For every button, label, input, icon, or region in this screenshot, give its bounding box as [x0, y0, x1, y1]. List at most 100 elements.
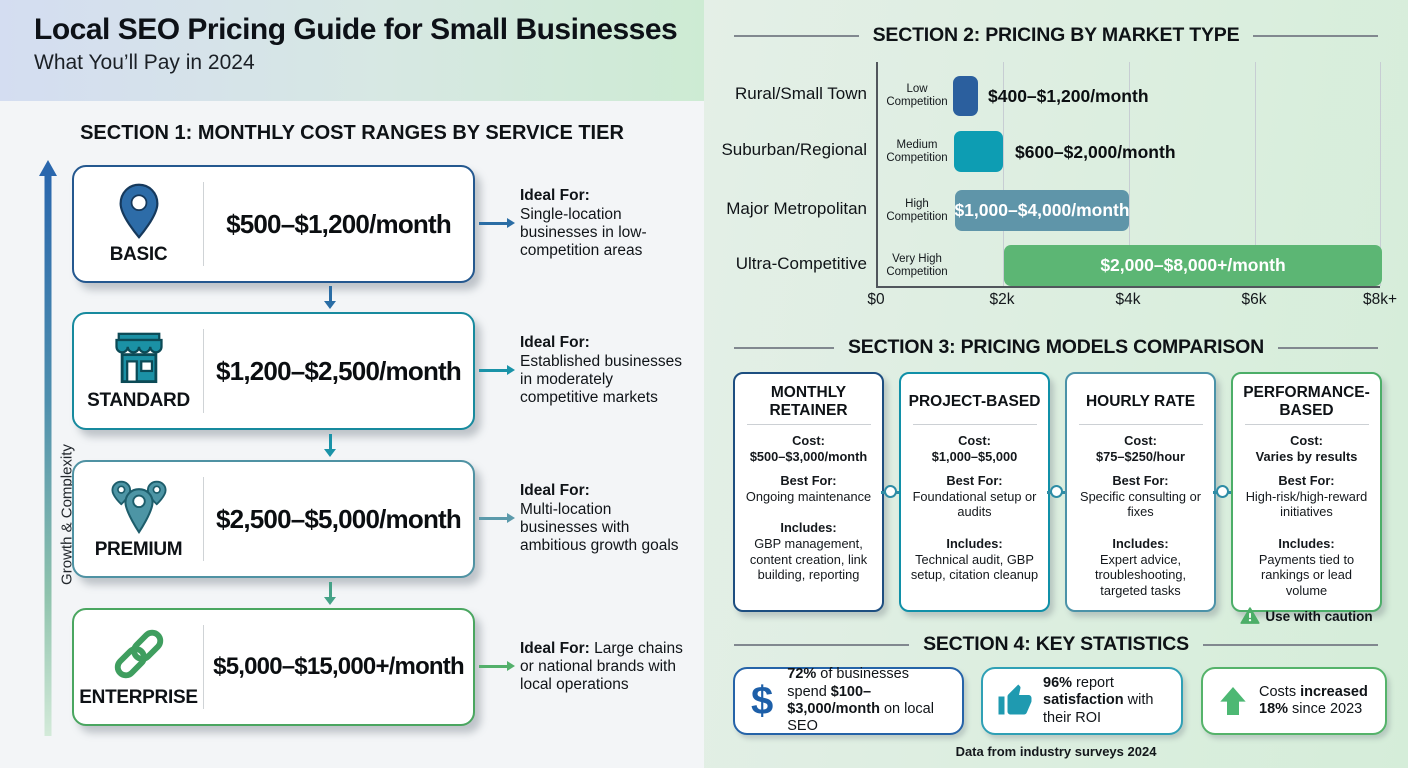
best-for-value: High-risk/high-reward initiatives [1245, 488, 1368, 520]
chart-row-label: Rural/Small Town [735, 84, 867, 103]
stat-cost-increase: Costs increased 18% since 2023 [1201, 667, 1387, 735]
tier-basic-ideal: Ideal For:Single-location businesses in … [520, 165, 688, 283]
bar-major-metropolitan: $1,000–$4,000/month [954, 190, 1130, 231]
right-arrow-icon [479, 513, 515, 522]
card-performance-based: PERFORMANCE-BASED Cost:Varies by results… [1231, 372, 1382, 625]
thumbs-up-icon [998, 684, 1032, 715]
bar-value-label: $2,000–$8,000+/month [1100, 255, 1286, 275]
tier-box-basic: BASIC $500–$1,200/month [72, 165, 475, 283]
axis-line [44, 174, 52, 736]
tier-box-standard: STANDARD $1,200–$2,500/month [72, 312, 475, 430]
right-arrow-icon [479, 365, 515, 374]
divider [203, 329, 204, 413]
ideal-for-label: Ideal For: [520, 187, 590, 205]
card-monthly-retainer: MONTHLY RETAINER Cost:$500–$3,000/month … [733, 372, 884, 612]
down-arrow-icon [324, 434, 336, 457]
caution-text: Use with caution [1265, 608, 1373, 624]
gridline [1003, 62, 1004, 286]
divider [734, 34, 859, 37]
warning-triangle-icon [1240, 607, 1260, 625]
tier-name: ENTERPRISE [79, 686, 198, 708]
stat-text: 72% of businesses spend $100–$3,000/mont… [787, 666, 934, 735]
includes-label: Includes: [1278, 536, 1335, 552]
chain-link-icon [114, 629, 163, 678]
multi-pin-icon [110, 480, 167, 534]
best-for-value: Foundational setup or audits [912, 488, 1037, 520]
card-title: HOURLY RATE [1085, 392, 1196, 410]
card-title: PROJECT-BASED [908, 392, 1041, 410]
includes-value: Payments tied to rankings or lead volume [1258, 551, 1355, 598]
map-pin-icon [119, 183, 158, 239]
tier-basic-icon-cell: BASIC [74, 167, 203, 281]
divider [746, 424, 871, 425]
includes-label: Includes: [1112, 536, 1169, 552]
tier-enterprise-ideal: Ideal For: Large chains or national bran… [520, 608, 688, 726]
tier-name: BASIC [109, 243, 168, 265]
down-arrow-icon [324, 286, 336, 309]
right-column: SECTION 2: PRICING BY MARKET TYPE Rural/… [704, 0, 1408, 768]
section2-title: SECTION 2: PRICING BY MARKET TYPE [872, 24, 1240, 46]
dollar-icon: $ [751, 679, 774, 723]
cost-value: $75–$250/hour [1096, 448, 1185, 464]
divider [1278, 346, 1378, 349]
competition-label: Very High Competition [886, 253, 948, 279]
cost-value: $500–$3,000/month [749, 448, 868, 464]
best-for-label: Best For: [780, 473, 837, 489]
divider [203, 477, 204, 561]
divider [1253, 34, 1378, 37]
tier-premium-icon-cell: PREMIUM [74, 462, 203, 576]
tier-name: PREMIUM [94, 538, 183, 560]
market-type-bar-chart: Low Competition Medium Competition High … [876, 62, 1382, 288]
ideal-for-label: Ideal For: [520, 639, 590, 657]
section2-title-row: SECTION 2: PRICING BY MARKET TYPE [704, 24, 1408, 47]
right-arrow-icon [479, 661, 515, 670]
stat-text: Costs increased 18% since 2023 [1259, 683, 1368, 717]
cost-value: $1,000–$5,000 [931, 448, 1018, 464]
right-arrow-icon [479, 218, 515, 227]
tier-premium-ideal: Ideal For:Multi-location businesses with… [520, 460, 688, 578]
competition-label: Low Competition [886, 83, 948, 109]
chart-row-label: Suburban/Regional [721, 140, 867, 159]
up-arrow-icon [1220, 687, 1246, 715]
cost-label: Cost: [958, 433, 991, 448]
tier-enterprise-icon-cell: ENTERPRISE [74, 610, 203, 724]
x-axis-tick: $8k+ [1362, 291, 1398, 308]
tier-name: STANDARD [87, 389, 190, 411]
bar-value-label: $600–$2,000/month [1015, 142, 1176, 162]
tier-box-premium: PREMIUM $2,500–$5,000/month [72, 460, 475, 578]
tier-price: $2,500–$5,000/month [216, 503, 462, 534]
gridline [1380, 62, 1381, 286]
includes-label: Includes: [780, 520, 837, 536]
page-title: Local SEO Pricing Guide for Small Busine… [34, 13, 678, 46]
divider [203, 182, 204, 266]
divider [734, 346, 834, 349]
tier-price: $1,200–$2,500/month [216, 355, 462, 386]
ideal-for-text: Large chains or national brands with loc… [520, 639, 683, 694]
bar-value-label: $1,000–$4,000/month [954, 200, 1130, 220]
storefront-icon [114, 332, 163, 383]
page-subtitle: What You’ll Pay in 2024 [34, 51, 255, 74]
x-axis-tick: $4k [1115, 291, 1141, 308]
bar-suburban-regional [954, 131, 1003, 172]
caution-row: Use with caution [1239, 606, 1374, 626]
includes-label: Includes: [946, 536, 1003, 552]
best-for-value: Specific consulting or fixes [1080, 488, 1201, 520]
connector-dot [884, 485, 897, 498]
section1-title: SECTION 1: MONTHLY COST RANGES BY SERVIC… [80, 122, 624, 144]
tier-box-enterprise: ENTERPRISE $5,000–$15,000+/month [72, 608, 475, 726]
stat-satisfaction: 96% report satisfaction with their ROI [981, 667, 1183, 735]
tier-price: $500–$1,200/month [226, 208, 452, 239]
card-title: PERFORMANCE-BASED [1243, 384, 1370, 419]
divider [1244, 424, 1369, 425]
ideal-for-label: Ideal For: [520, 334, 590, 352]
section1-panel: SECTION 1: MONTHLY COST RANGES BY SERVIC… [0, 101, 704, 768]
ideal-for-text: Multi-location businesses with ambitious… [520, 500, 679, 555]
section3-title: SECTION 3: PRICING MODELS COMPARISON [847, 336, 1265, 358]
down-arrow-icon [324, 582, 336, 605]
best-for-label: Best For: [1278, 473, 1335, 489]
bar-rural-small-town [953, 76, 978, 116]
tier-price: $5,000–$15,000+/month [213, 653, 465, 680]
data-source-note: Data from industry surveys 2024 [955, 744, 1157, 759]
cost-value: Varies by results [1255, 448, 1358, 464]
